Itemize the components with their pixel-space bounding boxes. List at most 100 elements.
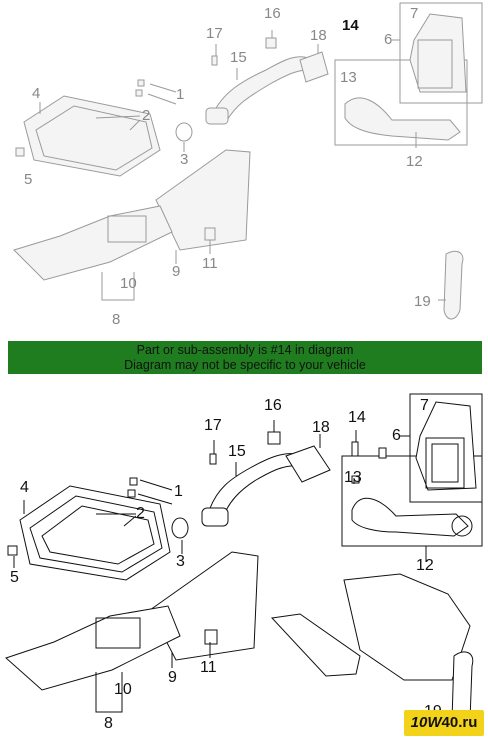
diagram-preview-top: 1 2 3 4 5 6 7 8 9 10 11 12 13 14 15 16 1… [0,0,488,340]
banner-line-1: Part or sub-assembly is #14 in diagram [136,343,354,357]
leader-9-11 [175,240,211,264]
part-1-clip-b [127,489,136,498]
callout-1[interactable]: 1 [174,483,183,500]
callout-6[interactable]: 6 [384,31,393,48]
site-watermark-logo: 10W40.ru [404,710,484,736]
part-4-filter-box [23,95,161,177]
leader-8-10 [101,272,135,301]
callout-4[interactable]: 4 [32,85,41,102]
diagram-main-drawing [5,393,483,731]
callout-12[interactable]: 12 [406,153,423,170]
part-17-bolt [209,453,217,465]
callout-10[interactable]: 10 [114,681,132,698]
callout-2[interactable]: 2 [142,107,151,124]
part-15-flange [201,507,229,527]
callout-9[interactable]: 9 [172,263,181,280]
part-19-hose [443,250,464,320]
leader-1 [147,83,177,105]
part-7-box [399,2,483,104]
part-12-box [341,455,483,547]
part-12-box [334,59,468,146]
callout-7[interactable]: 7 [410,5,419,22]
callout-18[interactable]: 18 [310,27,327,44]
part-18-clamp [299,51,329,83]
banner-line-2: Diagram may not be specific to your vehi… [124,358,366,372]
callout-14[interactable]: 14 [342,17,359,34]
leader-9-11 [171,642,211,668]
part-info-banner: Part or sub-assembly is #14 in diagram D… [8,341,482,374]
leader-top [213,420,321,476]
callout-16[interactable]: 16 [264,5,281,22]
callout-6[interactable]: 6 [392,427,401,444]
part-11-bracket [204,629,218,645]
part-10-inlet [107,215,147,243]
part-3-seal [171,517,189,539]
leader-1 [137,479,173,505]
callout-16[interactable]: 16 [264,397,282,414]
leader-8-10 [95,672,123,713]
leader-2-4 [39,102,141,131]
part-2-element [29,495,163,573]
callout-12[interactable]: 12 [416,557,434,574]
part-2-element-inner [41,505,155,565]
part-14-bolt-b [378,447,387,459]
callout-9[interactable]: 9 [168,669,177,686]
callout-11[interactable]: 11 [200,659,217,676]
callout-1[interactable]: 1 [176,86,185,103]
part-7-duct [415,401,477,491]
callout-13[interactable]: 13 [340,69,357,86]
part-7-opening-inner [431,443,459,483]
leader-top [215,30,319,80]
callout-14[interactable]: 14 [348,409,366,426]
part-8-resonator [5,605,181,691]
callout-19[interactable]: 19 [414,293,431,310]
callout-8[interactable]: 8 [104,715,113,732]
part-5-grommet [7,545,18,556]
leader-2-4 [23,500,137,527]
part-15-flange [205,107,229,125]
part-16-nut [267,431,281,445]
callout-17[interactable]: 17 [204,417,222,434]
callout-10[interactable]: 10 [120,275,137,292]
intake-manifold [343,573,471,681]
part-14-bolt-a [351,441,359,457]
callout-2[interactable]: 2 [136,505,145,522]
part-13-bolt [351,475,360,484]
leader-right [353,430,427,562]
part-12-pipe [344,97,461,141]
part-12-outlet [451,515,473,537]
callout-7[interactable]: 7 [420,397,429,414]
part-8-resonator [13,205,173,281]
callout-5[interactable]: 5 [10,569,19,586]
part-2-element [35,105,153,171]
part-7-opening [417,39,453,89]
part-18-clamp [285,445,331,483]
callout-15[interactable]: 15 [228,443,246,460]
callout-17[interactable]: 17 [206,25,223,42]
part-1-clip-a [137,79,145,87]
callout-3[interactable]: 3 [180,151,189,168]
callout-4[interactable]: 4 [20,479,29,496]
part-3-seal [175,122,193,142]
watermark-part-d: .ru [458,714,478,731]
part-16-nut [265,37,277,49]
callout-8[interactable]: 8 [112,311,121,328]
callout-5[interactable]: 5 [24,171,33,188]
callout-3[interactable]: 3 [176,553,185,570]
watermark-part-c: 40 [441,714,459,731]
part-12-pipe [351,497,469,537]
part-5-grommet [15,147,25,157]
leader-right [392,39,446,301]
diagram-main: 1 2 3 4 5 6 7 8 9 10 11 12 13 14 15 16 1… [0,380,488,740]
part-7-opening [425,437,465,489]
callout-13[interactable]: 13 [344,469,362,486]
watermark-part-b: W [427,714,442,731]
callout-15[interactable]: 15 [230,49,247,66]
watermark-part-a: 10 [410,714,428,731]
part-11-bracket [204,227,216,241]
callout-18[interactable]: 18 [312,419,330,436]
part-10-inlet [95,617,141,649]
intake-runner [270,613,361,677]
callout-11[interactable]: 11 [202,255,218,272]
part-9-duct [155,149,251,251]
